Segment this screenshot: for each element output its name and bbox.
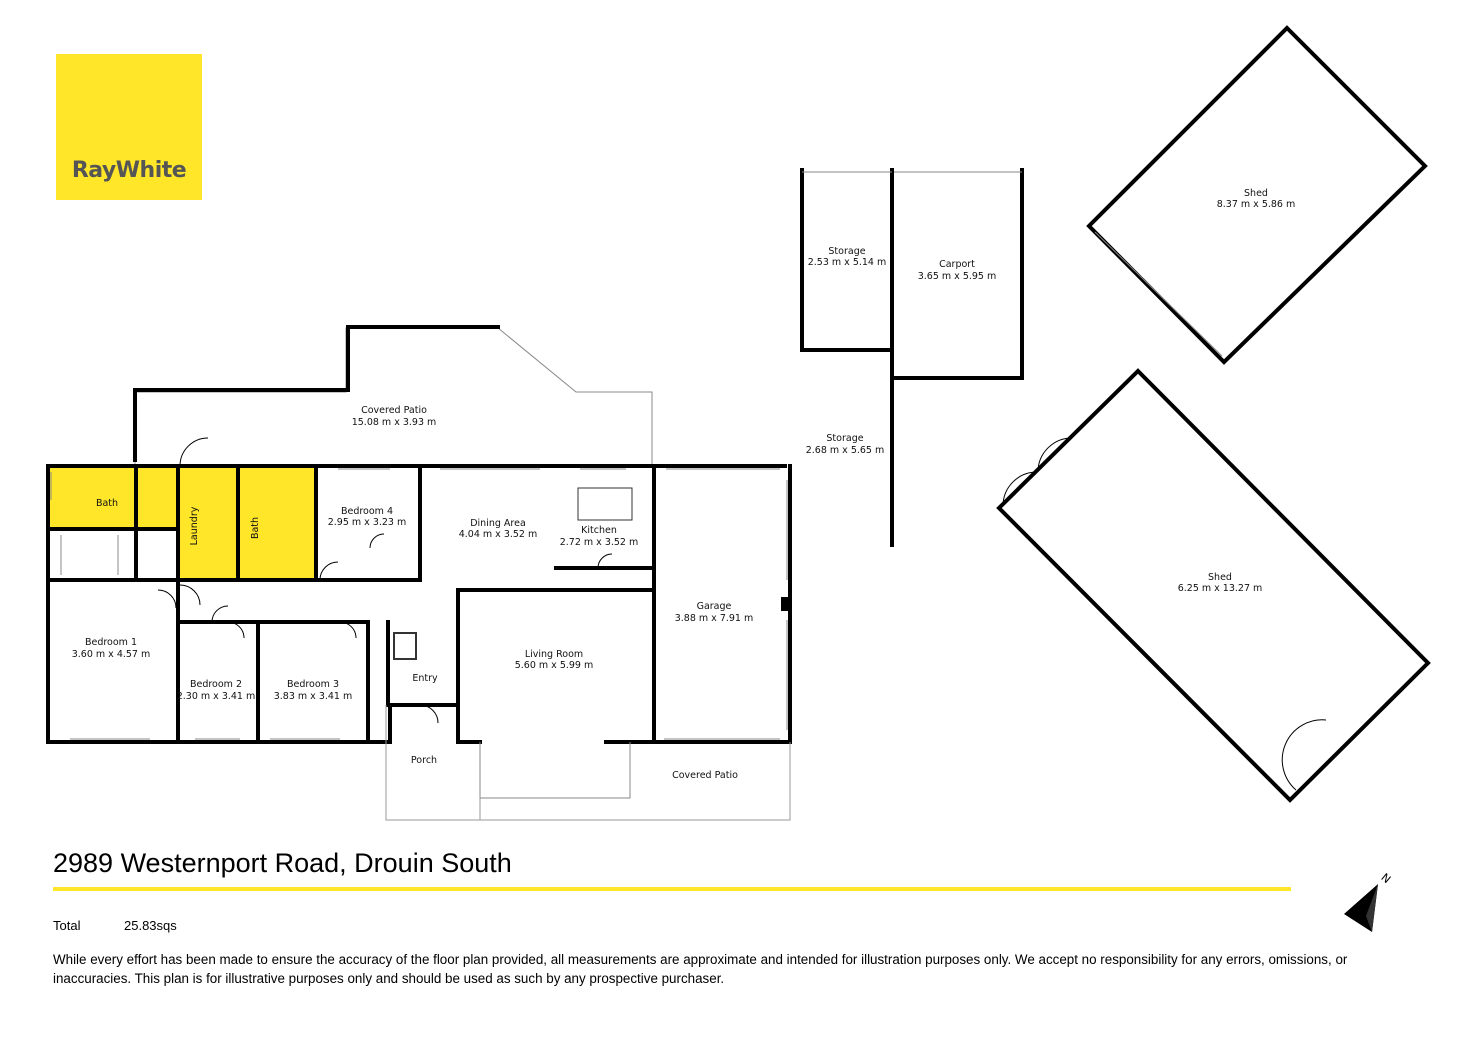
label-shed-1: Shed: [1244, 188, 1268, 199]
north-label: N: [1378, 871, 1393, 886]
label-storage-2: Storage: [826, 433, 863, 444]
label-bath-2: Bath: [250, 517, 261, 539]
covered-patio-top-outline: [134, 327, 653, 465]
label-covered-patio-bottom: Covered Patio: [672, 770, 738, 781]
fireplace: [393, 632, 417, 660]
total-value: 25.83sqs: [124, 918, 177, 933]
label-kitchen: Kitchen: [581, 525, 617, 536]
dims-storage-2: 2.68 m x 5.65 m: [806, 445, 885, 456]
dims-shed-1: 8.37 m x 5.86 m: [1217, 199, 1296, 210]
property-address: 2989 Westernport Road, Drouin South: [53, 848, 512, 878]
porch-outline: [385, 705, 791, 821]
label-porch: Porch: [411, 755, 437, 766]
label-dining-area: Dining Area: [470, 518, 526, 529]
dims-shed-2: 6.25 m x 13.27 m: [1178, 583, 1263, 594]
patio-edge-walls: [133, 325, 500, 462]
label-living-room: Living Room: [525, 649, 583, 660]
label-garage: Garage: [697, 601, 732, 612]
dims-garage: 3.88 m x 7.91 m: [675, 613, 754, 624]
highlighted-wet-areas: [50, 468, 316, 580]
shed-1-walls: [1086, 25, 1428, 365]
logo-wordmark: RayWhite: [71, 158, 187, 183]
house-walls: [46, 464, 792, 744]
doors: [157, 437, 613, 724]
label-storage-1: Storage: [828, 246, 865, 257]
kitchen-island: [577, 487, 633, 521]
dims-dining-area: 4.04 m x 3.52 m: [459, 529, 538, 540]
room-labels: Covered Patio 15.08 m x 3.93 m Bath Laun…: [72, 188, 1296, 781]
total-label: Total: [53, 918, 81, 933]
raywhite-logo: RayWhite: [56, 54, 202, 200]
label-carport: Carport: [939, 259, 975, 270]
dims-kitchen: 2.72 m x 3.52 m: [560, 537, 639, 548]
disclaimer: While every effort has been made to ensu…: [53, 952, 1348, 986]
label-bedroom-1: Bedroom 1: [85, 637, 137, 648]
label-shed-2: Shed: [1208, 572, 1232, 583]
dims-bedroom-2: 2.30 m x 3.41 m: [177, 691, 256, 702]
label-laundry: Laundry: [189, 506, 200, 545]
dims-living-room: 5.60 m x 5.99 m: [515, 660, 594, 671]
label-bedroom-3: Bedroom 3: [287, 679, 339, 690]
dims-carport: 3.65 m x 5.95 m: [918, 271, 997, 282]
dims-storage-1: 2.53 m x 5.14 m: [808, 257, 887, 268]
dims-covered-patio-top: 15.08 m x 3.93 m: [352, 417, 437, 428]
label-bedroom-4: Bedroom 4: [341, 506, 393, 517]
garage-mark: [781, 597, 790, 611]
north-arrow-icon: N: [1344, 871, 1393, 932]
label-entry: Entry: [412, 673, 438, 684]
dims-bedroom-4: 2.95 m x 3.23 m: [328, 517, 407, 528]
shed-2-walls: [996, 368, 1431, 803]
label-bedroom-2: Bedroom 2: [190, 679, 242, 690]
dims-bedroom-3: 3.83 m x 3.41 m: [274, 691, 353, 702]
dims-bedroom-1: 3.60 m x 4.57 m: [72, 649, 151, 660]
label-covered-patio-top: Covered Patio: [361, 405, 427, 416]
address-underline: [53, 887, 1291, 891]
label-bath-1: Bath: [96, 498, 118, 509]
storage-carport-walls: [800, 168, 1024, 547]
windows: [50, 468, 788, 740]
